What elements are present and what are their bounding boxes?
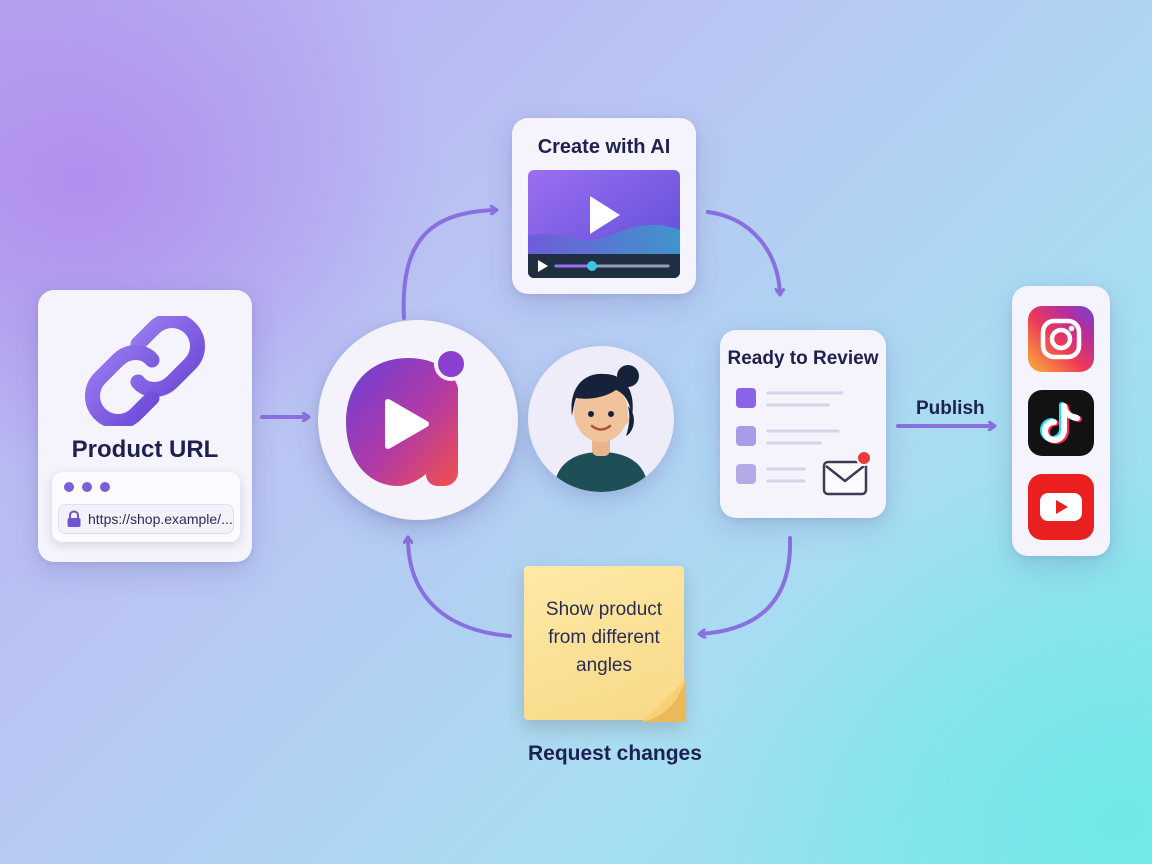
arrow-note-to-ai — [408, 538, 512, 638]
product-url-card: Product URL https://shop.example/... — [38, 290, 252, 562]
url-text: https://shop.example/... — [88, 511, 233, 527]
ai-logo-icon — [346, 347, 468, 486]
ready-to-review-card: Ready to Review — [720, 330, 886, 518]
person-icon — [554, 365, 648, 492]
mail-icon — [822, 450, 872, 496]
request-changes-label: Request changes — [528, 742, 702, 765]
create-with-ai-card: Create with AI — [512, 118, 696, 294]
window-dots — [64, 482, 110, 492]
page-curl — [642, 678, 686, 722]
tiktok-icon[interactable] — [1028, 390, 1094, 456]
arrow-ai-to-create — [401, 210, 496, 320]
link-icon — [85, 316, 205, 426]
social-platforms-card — [1012, 286, 1110, 556]
video-preview[interactable] — [528, 170, 680, 278]
lock-icon — [67, 510, 81, 527]
product-url-title: Product URL — [71, 436, 219, 463]
create-title: Create with AI — [537, 136, 671, 158]
review-checklist — [736, 388, 872, 496]
reviewer-avatar — [528, 346, 674, 492]
video-thumbnail — [528, 170, 680, 278]
publish-label: Publish — [916, 398, 985, 419]
ai-logo-circle — [318, 320, 518, 520]
arrow-review-to-note — [700, 536, 793, 634]
youtube-icon[interactable] — [1028, 474, 1094, 540]
instagram-icon[interactable] — [1028, 306, 1094, 372]
arrow-create-to-review — [706, 210, 780, 294]
feedback-note-text: Show product from different angles — [545, 599, 663, 676]
url-bar[interactable]: https://shop.example/... — [58, 504, 234, 534]
feedback-sticky-note: Show product from different angles — [524, 566, 686, 722]
browser-window: https://shop.example/... — [52, 472, 240, 542]
review-title: Ready to Review — [727, 348, 879, 369]
